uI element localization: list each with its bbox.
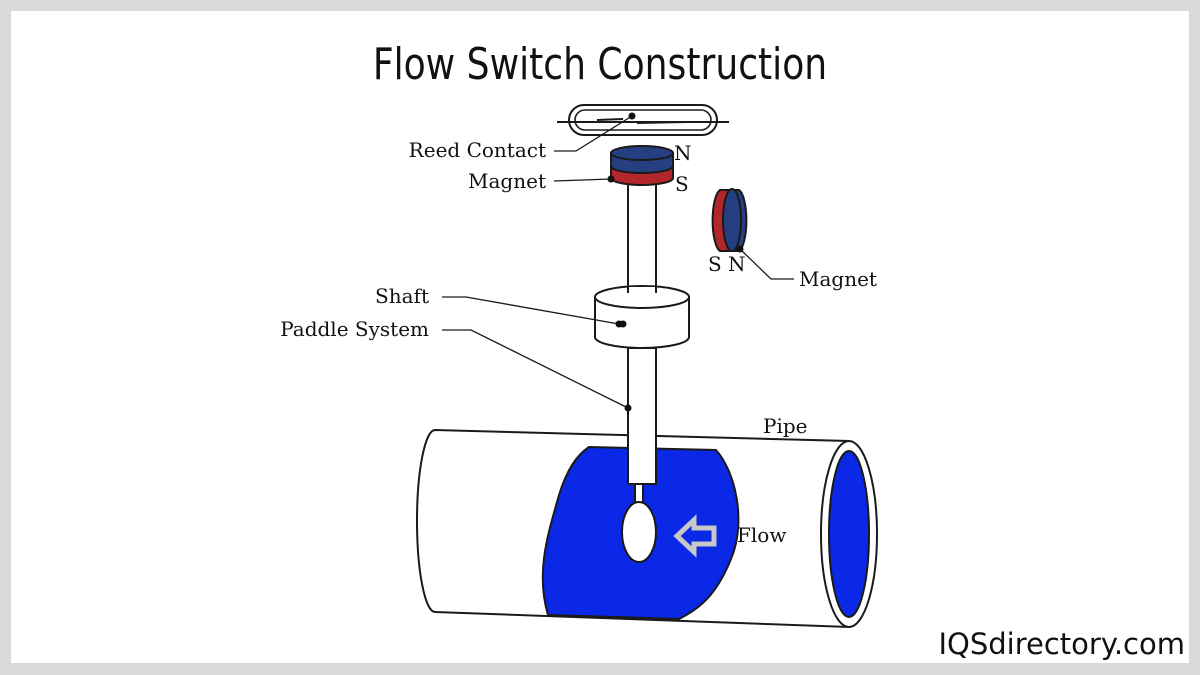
paddle-housing xyxy=(594,285,690,349)
paddle xyxy=(621,480,657,563)
side-magnet xyxy=(711,188,748,252)
upper-shaft xyxy=(627,180,657,300)
label-magnet-top: Magnet xyxy=(468,169,546,193)
label-paddle-system: Paddle System xyxy=(280,317,429,341)
leader-lines xyxy=(442,115,794,409)
label-shaft: Shaft xyxy=(375,284,429,308)
pole-side-north: N xyxy=(728,252,746,276)
left-arrow-icon xyxy=(673,514,717,558)
label-pipe: Pipe xyxy=(763,414,808,438)
pole-top-north: N xyxy=(674,141,692,165)
pipe-end-inner xyxy=(828,450,870,618)
diagram-canvas: Flow Switch Construction xyxy=(11,11,1189,663)
leader-dots xyxy=(607,112,744,412)
label-magnet-side: Magnet xyxy=(799,267,877,291)
lower-shaft xyxy=(627,347,657,485)
brand-watermark: IQSdirectory.com xyxy=(938,627,1185,661)
top-magnet xyxy=(610,145,674,186)
reed-contact xyxy=(557,104,729,136)
diagram-title: Flow Switch Construction xyxy=(372,39,828,90)
pole-side-south: S xyxy=(708,252,722,276)
label-reed-contact: Reed Contact xyxy=(409,138,546,162)
label-flow: Flow xyxy=(737,523,786,547)
pole-top-south: S xyxy=(675,172,689,196)
flow-switch-diagram: Reed Contact Magnet Shaft Paddle System … xyxy=(280,104,878,629)
paddle-blade xyxy=(621,501,657,563)
